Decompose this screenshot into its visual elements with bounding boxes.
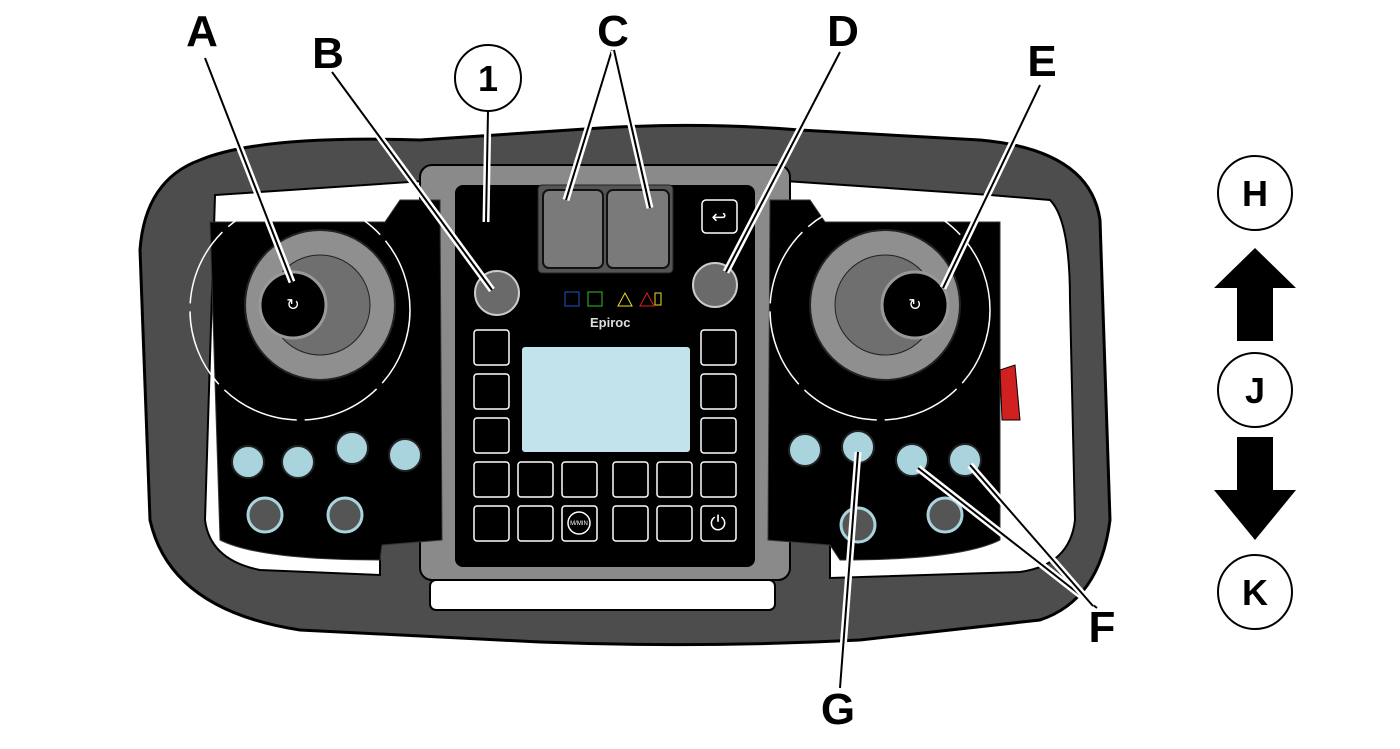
arrow-up-icon bbox=[1214, 248, 1296, 341]
function-button[interactable] bbox=[612, 461, 649, 498]
function-button[interactable] bbox=[473, 329, 510, 366]
lights-button[interactable] bbox=[700, 417, 737, 454]
function-button[interactable] bbox=[561, 461, 598, 498]
callout-g: G bbox=[821, 685, 855, 734]
horn-button[interactable] bbox=[517, 505, 554, 542]
callout-a: A bbox=[186, 7, 218, 56]
callout-d: D bbox=[827, 7, 859, 56]
function-buttons bbox=[473, 329, 737, 542]
rocker-switch-left[interactable] bbox=[542, 189, 604, 269]
callout-1: 1 bbox=[478, 58, 498, 99]
round-button[interactable] bbox=[926, 496, 964, 534]
rotary-knob-d[interactable] bbox=[692, 262, 738, 308]
back-icon: ↩ bbox=[711, 207, 726, 227]
function-button[interactable] bbox=[700, 461, 737, 498]
toggle-switch[interactable] bbox=[231, 445, 265, 479]
callout-1-circle bbox=[454, 44, 522, 112]
rocker-switch-right[interactable] bbox=[606, 189, 670, 269]
power-button[interactable] bbox=[700, 505, 737, 542]
callout-h: H bbox=[1242, 173, 1268, 214]
speed-button-label: M/MIN bbox=[570, 521, 588, 527]
callout-e: E bbox=[1027, 37, 1056, 86]
toggle-switch[interactable] bbox=[788, 433, 822, 467]
callout-b: B bbox=[312, 29, 344, 78]
toggle-switch[interactable] bbox=[335, 431, 369, 465]
callout-j: J bbox=[1245, 370, 1265, 411]
check-indicator bbox=[587, 291, 603, 307]
function-button[interactable] bbox=[473, 505, 510, 542]
confirm-button[interactable] bbox=[656, 505, 693, 542]
water-spray-button[interactable] bbox=[700, 329, 737, 366]
callout-k-circle bbox=[1217, 554, 1293, 630]
leader-lines bbox=[201, 48, 1100, 689]
toggle-switch[interactable] bbox=[388, 438, 422, 472]
right-joystick-icon: ↻ bbox=[908, 297, 921, 314]
arrow-down-icon bbox=[1214, 437, 1296, 540]
function-button[interactable] bbox=[473, 461, 510, 498]
battery-indicator bbox=[654, 292, 662, 306]
left-toggle-switches bbox=[231, 431, 422, 479]
left-joystick-knob[interactable] bbox=[258, 270, 328, 340]
back-button[interactable] bbox=[701, 199, 738, 234]
function-button[interactable] bbox=[473, 417, 510, 454]
engine-button[interactable] bbox=[612, 505, 649, 542]
left-joystick-ring bbox=[189, 199, 411, 421]
round-button[interactable] bbox=[326, 496, 364, 534]
right-joystick-knob[interactable] bbox=[880, 270, 950, 340]
round-button[interactable] bbox=[839, 506, 877, 544]
function-button[interactable] bbox=[656, 461, 693, 498]
power-icon: ⏻ bbox=[710, 513, 726, 535]
lock-button[interactable] bbox=[700, 373, 737, 410]
right-joystick-ring bbox=[769, 199, 991, 421]
toggle-switch[interactable] bbox=[281, 445, 315, 479]
callout-j-circle bbox=[1217, 352, 1293, 428]
radio-signal-indicator bbox=[564, 291, 580, 307]
warning-indicator-yellow bbox=[617, 291, 633, 307]
left-joystick-icon: ↻ bbox=[286, 297, 299, 314]
speed-icon bbox=[567, 511, 591, 535]
display-screen bbox=[522, 347, 690, 452]
warning-indicator-red bbox=[639, 291, 655, 307]
callout-h-circle bbox=[1217, 155, 1293, 231]
slow-speed-button[interactable] bbox=[517, 461, 554, 498]
function-button[interactable] bbox=[473, 373, 510, 410]
brand-logo: Epiroc bbox=[590, 315, 630, 330]
round-button[interactable] bbox=[246, 496, 284, 534]
callout-f: F bbox=[1089, 603, 1116, 652]
emergency-stop-tab[interactable] bbox=[999, 364, 1021, 421]
bottom-grip-opening bbox=[429, 579, 776, 611]
callout-k: K bbox=[1242, 572, 1268, 613]
right-toggle-switches bbox=[788, 430, 982, 477]
callout-c: C bbox=[597, 7, 629, 56]
